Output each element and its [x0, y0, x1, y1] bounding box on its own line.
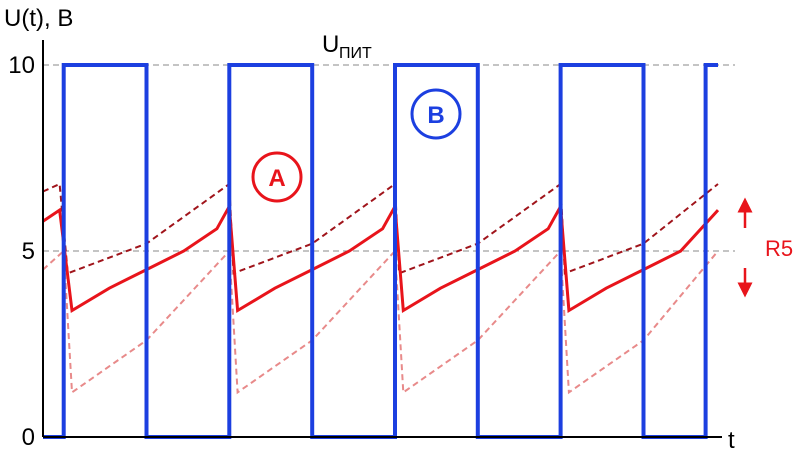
series-line-0 [43, 63, 718, 439]
r5-label: R5 [765, 236, 793, 261]
marker-a: A [251, 151, 303, 203]
reference-lines [43, 64, 735, 252]
supply-label-sub: ПИТ [339, 45, 372, 62]
supply-voltage-label: U ПИТ [322, 31, 372, 62]
marker-a-circle [251, 151, 303, 203]
marker-b-circle [410, 88, 462, 140]
y-axis-label: U(t), B [4, 5, 73, 32]
y-ticks: 0 5 10 [8, 52, 35, 451]
y-tick-label: 0 [22, 424, 35, 451]
y-tick-label: 10 [8, 52, 35, 79]
y-tick-label: 5 [22, 238, 35, 265]
x-axis-label: t [728, 427, 735, 454]
series-line-1 [42, 201, 720, 314]
series-line-3 [42, 248, 719, 395]
marker-a-label: A [268, 165, 285, 192]
marker-b: B [410, 88, 462, 140]
series-line-2 [42, 182, 719, 275]
supply-label-main: U [322, 31, 339, 58]
r5-range-indicator: R5 [737, 197, 793, 298]
series-layer [42, 63, 720, 439]
marker-b-label: B [427, 102, 444, 129]
